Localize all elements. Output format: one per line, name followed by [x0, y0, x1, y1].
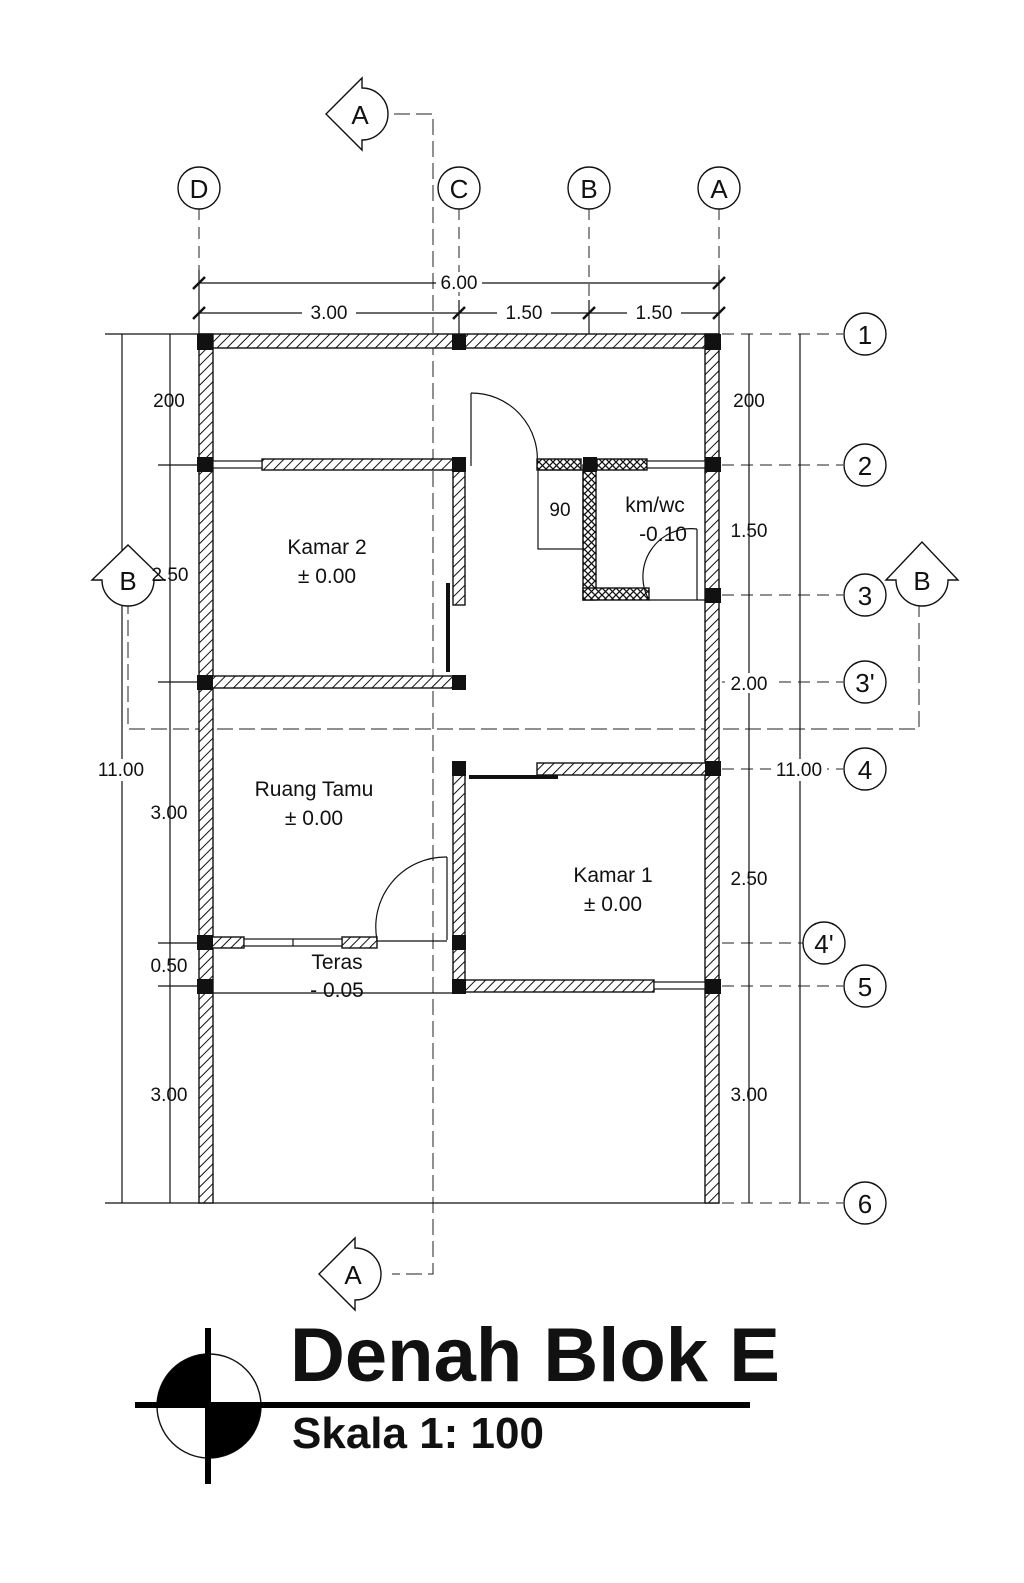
room-labels: Kamar 2 ± 0.00 km/wc -0.10 Ruang Tamu ± …	[255, 494, 687, 1002]
dim-left-s5: 3.00	[151, 1085, 188, 1106]
section-b-right-label: B	[913, 566, 930, 596]
dim-left-s4: 0.50	[151, 956, 188, 977]
grid-row-3: 3	[858, 581, 872, 611]
dim-right-total: 11.00	[776, 760, 822, 781]
grid-row-2: 2	[858, 451, 872, 481]
dim-top-seg3: 1.50	[636, 303, 673, 324]
room-kamar1-name: Kamar 1	[573, 864, 652, 887]
scale-label: Skala 1: 100	[292, 1409, 544, 1458]
section-a-top-label: A	[351, 100, 369, 130]
grid-row-4: 4	[858, 755, 872, 785]
dim-left-s3: 3.00	[151, 803, 188, 824]
dim-right-s5: 3.00	[731, 1085, 768, 1106]
page-title: Denah Blok E	[290, 1313, 780, 1398]
room-kamar1-level: ± 0.00	[584, 893, 642, 916]
columns	[197, 334, 721, 994]
grid-col-b: B	[580, 174, 597, 204]
room-teras-level: - 0.05	[310, 979, 364, 1002]
section-b-left-label: B	[119, 566, 136, 596]
room-kamar2-level: ± 0.00	[298, 565, 356, 588]
dim-left-s2: 2.50	[152, 565, 189, 586]
grid-col-a: A	[710, 174, 728, 204]
room-kmwc-level: -0.10	[639, 523, 687, 546]
dimension-ticks	[192, 276, 726, 320]
section-cut-lines	[127, 113, 920, 1275]
sliding-doors	[446, 583, 558, 779]
section-a-bottom-label: A	[344, 1260, 362, 1290]
room-teras-name: Teras	[311, 951, 362, 974]
grid-row-1: 1	[858, 320, 872, 350]
section-markers	[90, 76, 960, 1312]
grid-axis-lines	[198, 208, 843, 1204]
room-ruang-tamu-level: ± 0.00	[285, 807, 343, 830]
dim-right-s2: 1.50	[731, 521, 768, 542]
section-labels: A A B B	[119, 100, 930, 1290]
dim-left-total: 11.00	[98, 760, 144, 781]
door-width-label: 90	[549, 500, 570, 521]
grid-col-c: C	[450, 174, 469, 204]
north-arrow-icon	[135, 1328, 750, 1484]
grid-row-3p: 3'	[855, 668, 874, 698]
grid-row-4p: 4'	[814, 929, 833, 959]
dimension-labels: 6.00 3.00 1.50 1.50 11.00 200 2.50 3.00 …	[94, 272, 827, 1106]
dim-right-s4: 2.50	[731, 869, 768, 890]
dim-top-seg1: 3.00	[311, 303, 348, 324]
dim-left-s1: 200	[153, 391, 185, 412]
dim-top-total: 6.00	[441, 273, 478, 294]
dim-right-s1: 200	[733, 391, 765, 412]
grid-labels: D C B A 1 2 3 3' 4 4' 5 6	[190, 174, 875, 1219]
grid-col-d: D	[190, 174, 209, 204]
doors	[375, 392, 705, 942]
grid-row-6: 6	[858, 1189, 872, 1219]
grid-bubbles	[177, 166, 887, 1225]
room-kamar2-name: Kamar 2	[287, 536, 366, 559]
floor-outline	[199, 992, 719, 1204]
grid-row-5: 5	[858, 972, 872, 1002]
room-kmwc-name: km/wc	[625, 494, 685, 517]
dim-top-seg2: 1.50	[506, 303, 543, 324]
room-ruang-tamu-name: Ruang Tamu	[255, 778, 374, 801]
dim-right-s3: 2.00	[731, 674, 768, 695]
